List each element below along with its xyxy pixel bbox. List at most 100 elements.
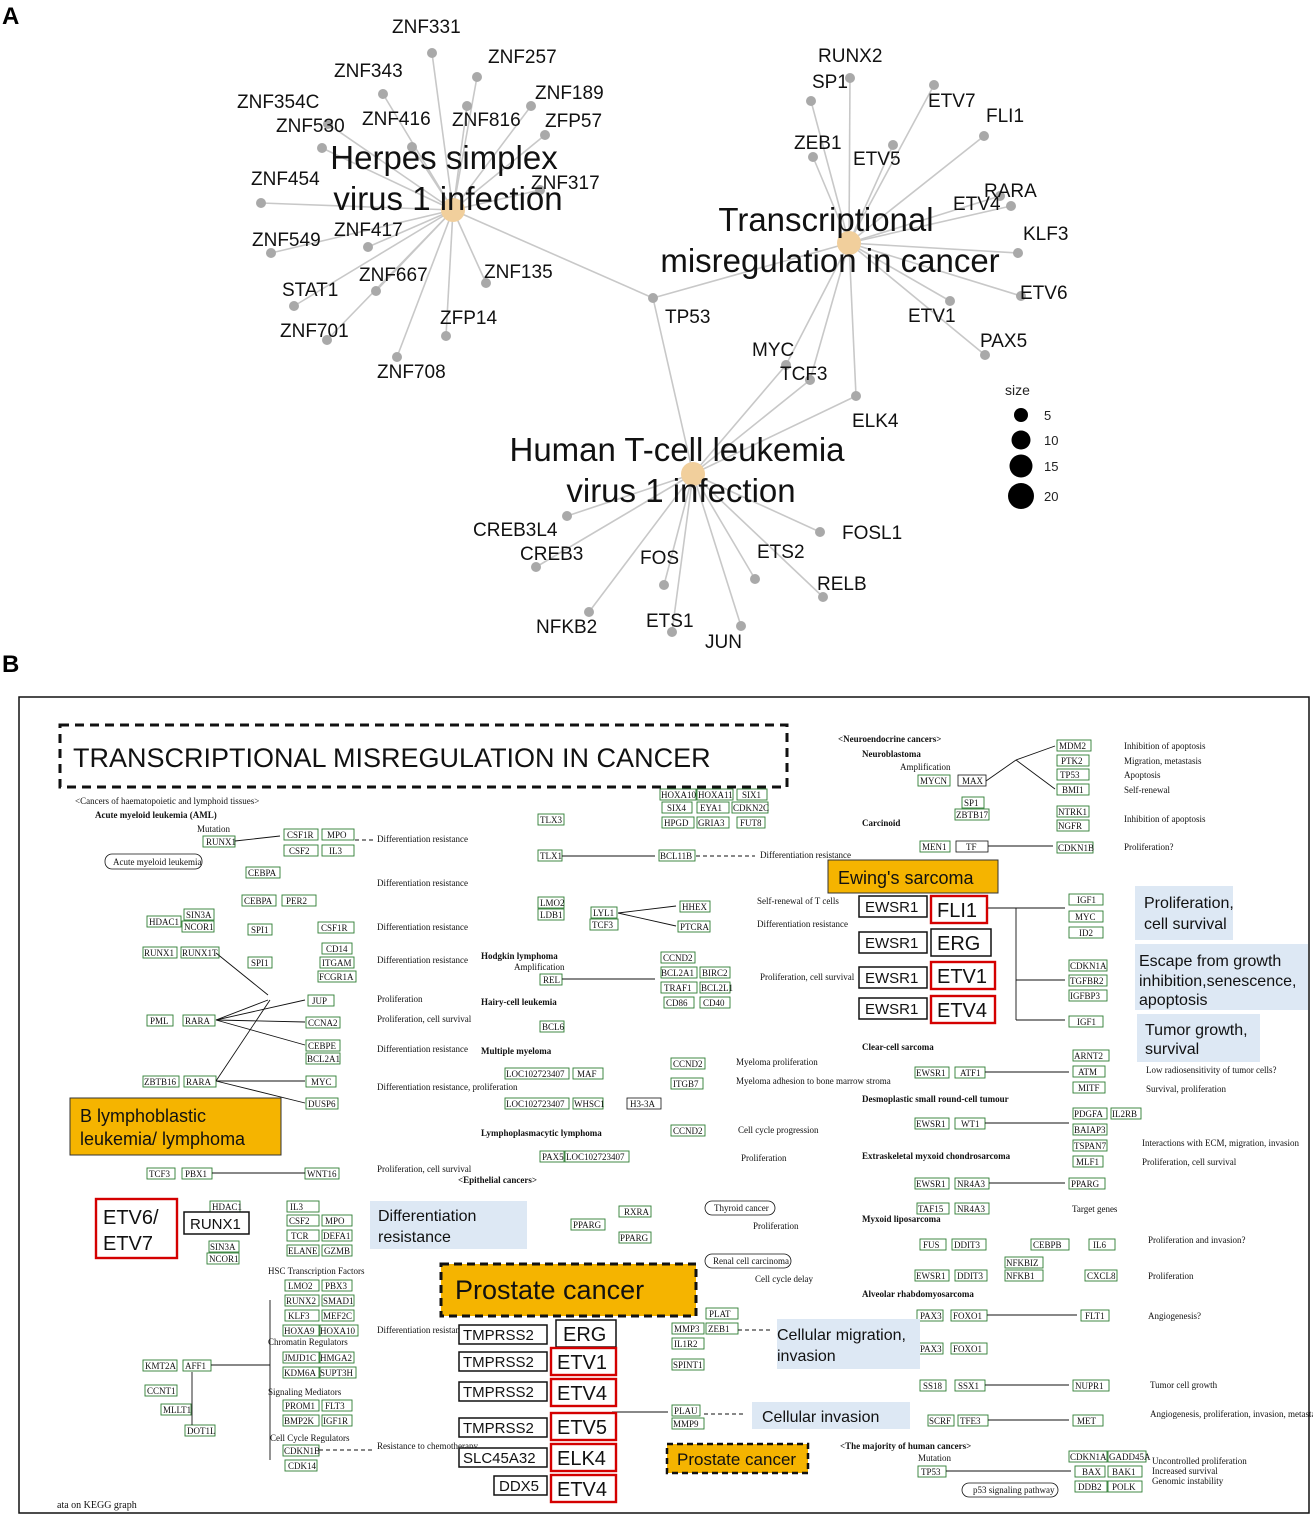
svg-text:IL2RB: IL2RB [1112, 1109, 1137, 1119]
svg-text:Alveolar rhabdomyosarcoma: Alveolar rhabdomyosarcoma [862, 1289, 974, 1299]
svg-text:RUNX1: RUNX1 [206, 837, 236, 847]
svg-text:p53 signaling pathway: p53 signaling pathway [973, 1485, 1055, 1495]
svg-text:ZNF417: ZNF417 [334, 220, 403, 241]
svg-text:HPGD: HPGD [664, 818, 689, 828]
svg-text:HDAC1: HDAC1 [212, 1202, 242, 1212]
svg-text:WT1: WT1 [961, 1119, 980, 1129]
svg-text:<Epithelial cancers>: <Epithelial cancers> [458, 1175, 537, 1185]
svg-text:RARA: RARA [186, 1077, 212, 1087]
svg-text:Desmoplastic small round-cell: Desmoplastic small round-cell tumour [862, 1094, 1009, 1104]
svg-text:PLAU: PLAU [674, 1406, 698, 1416]
svg-text:NFKB1: NFKB1 [1006, 1271, 1035, 1281]
svg-text:PTK2: PTK2 [1061, 756, 1083, 766]
hub-label-htl-2: virus 1 infection [566, 472, 795, 509]
svg-text:Tumor cell growth: Tumor cell growth [1150, 1380, 1218, 1390]
svg-text:<Neuroendocrine cancers>: <Neuroendocrine cancers> [838, 734, 941, 744]
hub-labels: Herpes simplex virus 1 infection Transcr… [330, 139, 999, 509]
hub-node-hsv [441, 198, 465, 222]
svg-text:Genomic instability: Genomic instability [1152, 1476, 1224, 1486]
svg-text:ETV1: ETV1 [908, 306, 956, 327]
svg-text:SIN3A: SIN3A [210, 1242, 236, 1252]
svg-text:Self-renewal: Self-renewal [1124, 785, 1170, 795]
svg-text:PPARG: PPARG [1071, 1179, 1100, 1189]
svg-text:NFKBIZ: NFKBIZ [1006, 1258, 1039, 1268]
svg-text:Mutation: Mutation [918, 1453, 951, 1463]
size-legend: size 5 10 15 20 [1005, 382, 1058, 509]
svg-text:NR4A3: NR4A3 [957, 1204, 986, 1214]
svg-text:H3-3A: H3-3A [630, 1099, 655, 1109]
svg-text:MAX: MAX [962, 776, 984, 786]
svg-text:ITGB7: ITGB7 [673, 1079, 699, 1089]
svg-text:Renal cell carcinoma: Renal cell carcinoma [713, 1256, 789, 1266]
svg-text:SPI1: SPI1 [251, 925, 269, 935]
svg-text:FOXO1: FOXO1 [953, 1344, 982, 1354]
svg-text:CDKN1B: CDKN1B [1058, 843, 1094, 853]
svg-text:Differentiation resistance: Differentiation resistance [377, 834, 468, 844]
svg-text:ZNF816: ZNF816 [452, 110, 521, 131]
svg-text:PAX3: PAX3 [920, 1344, 942, 1354]
svg-text:EWSR1: EWSR1 [865, 935, 918, 952]
svg-text:20: 20 [1044, 489, 1058, 504]
svg-text:PML: PML [150, 1016, 169, 1026]
svg-text:MMP9: MMP9 [673, 1419, 699, 1429]
svg-text:Proliferation: Proliferation [753, 1221, 799, 1231]
svg-text:Self-renewal of T cells: Self-renewal of T cells [757, 896, 839, 906]
svg-text:DDB2: DDB2 [1078, 1482, 1102, 1492]
pathway-title-box [58, 723, 789, 789]
svg-text:MYCN: MYCN [920, 776, 948, 786]
svg-text:Prostate cancer: Prostate cancer [677, 1450, 796, 1469]
gene-nodes [256, 48, 1026, 637]
svg-text:GRIA3: GRIA3 [698, 818, 725, 828]
svg-text:ZEB1: ZEB1 [708, 1324, 730, 1334]
svg-text:DDIT3: DDIT3 [954, 1240, 980, 1250]
svg-text:POLK: POLK [1112, 1482, 1136, 1492]
svg-text:RUNX1: RUNX1 [190, 1216, 241, 1233]
svg-text:PROM1: PROM1 [285, 1401, 315, 1411]
svg-text:BAIAP3: BAIAP3 [1074, 1125, 1106, 1135]
panel-b-label: B [2, 651, 19, 678]
svg-text:TMPRSS2: TMPRSS2 [463, 1354, 534, 1371]
svg-text:Proliferation: Proliferation [1148, 1271, 1194, 1281]
svg-text:CCND2: CCND2 [673, 1059, 703, 1069]
svg-text:GADD45A: GADD45A [1109, 1452, 1151, 1462]
svg-text:BAK1: BAK1 [1112, 1467, 1136, 1477]
svg-text:MMP3: MMP3 [674, 1324, 700, 1334]
svg-text:MITF: MITF [1078, 1083, 1100, 1093]
ewing-fusions: EWSR1 FLI1 EWSR1 ERG EWSR1 ETV1 EWSR1 ET… [858, 894, 997, 1025]
svg-text:FUS: FUS [923, 1240, 940, 1250]
svg-text:LMO2: LMO2 [288, 1281, 313, 1291]
svg-text:Apoptosis: Apoptosis [1124, 770, 1161, 780]
svg-text:AFF1: AFF1 [185, 1361, 206, 1371]
svg-text:B lymphoblastic: B lymphoblastic [80, 1106, 206, 1126]
svg-text:Extraskeletal myxoid chondrosa: Extraskeletal myxoid chondrosarcoma [862, 1151, 1011, 1161]
svg-text:DDX5: DDX5 [499, 1478, 539, 1495]
svg-text:PAX5: PAX5 [980, 331, 1027, 352]
note-migration: Cellular migration, invasion [777, 1319, 920, 1369]
svg-text:TAF15: TAF15 [918, 1204, 944, 1214]
svg-text:GZMB: GZMB [324, 1246, 350, 1256]
svg-text:FLI1: FLI1 [986, 106, 1024, 127]
svg-text:Differentiation resistance: Differentiation resistance [377, 1325, 468, 1335]
svg-text:NR4A3: NR4A3 [957, 1179, 986, 1189]
svg-text:TGFBR2: TGFBR2 [1070, 976, 1104, 986]
svg-text:KMT2A: KMT2A [145, 1361, 176, 1371]
svg-text:PTCRA: PTCRA [680, 922, 710, 932]
svg-text:Ewing's sarcoma: Ewing's sarcoma [838, 868, 974, 888]
svg-text:IL3: IL3 [290, 1202, 303, 1212]
svg-text:ZNF317: ZNF317 [531, 173, 600, 194]
svg-text:IGF1: IGF1 [1077, 895, 1096, 905]
svg-text:TLX1: TLX1 [540, 851, 562, 861]
svg-text:CDKN1A: CDKN1A [1070, 961, 1107, 971]
kegg-footer: ata on KEGG graph [57, 1500, 137, 1511]
svg-text:ERG: ERG [563, 1324, 606, 1346]
svg-text:MYC: MYC [1075, 912, 1096, 922]
svg-text:REL: REL [543, 975, 560, 985]
hub-node-tmc [837, 231, 861, 255]
svg-text:MDM2: MDM2 [1059, 741, 1086, 751]
svg-text:IGFBP3: IGFBP3 [1070, 991, 1101, 1001]
svg-text:Amplification: Amplification [900, 762, 951, 772]
svg-text:IGF1: IGF1 [1077, 1017, 1096, 1027]
svg-text:TCF3: TCF3 [780, 364, 828, 385]
svg-text:TSPAN7: TSPAN7 [1074, 1141, 1107, 1151]
svg-text:BMP2K: BMP2K [284, 1416, 315, 1426]
